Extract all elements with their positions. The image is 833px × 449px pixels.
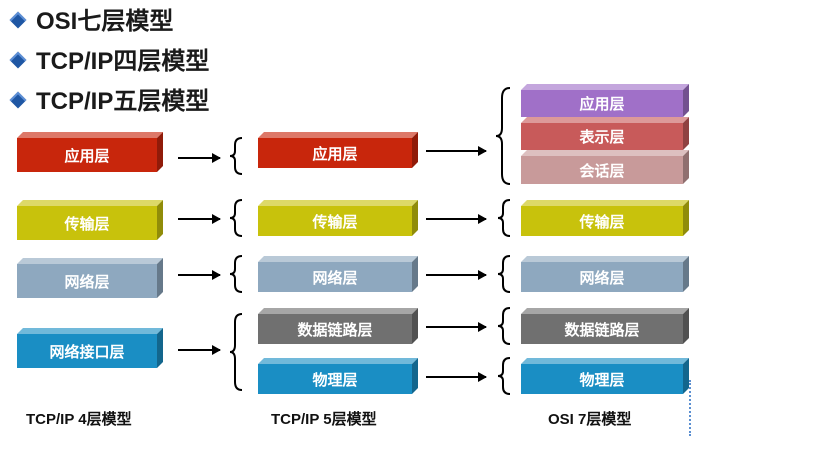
block-side-face — [412, 256, 418, 292]
layer-label: 传输层 — [258, 206, 412, 236]
tcpip4-network-layer: 网络层 — [17, 258, 163, 298]
block-side-face — [412, 132, 418, 168]
arrow-right-icon — [178, 214, 221, 224]
block-side-face — [412, 200, 418, 236]
block-top-face — [258, 132, 418, 138]
bullet-list: OSI七层模型 TCP/IP四层模型 TCP/IP五层模型 — [9, 2, 210, 122]
osi-presentation-layer: 表示层 — [521, 117, 689, 150]
block-top-face — [17, 200, 163, 206]
bullet-text: TCP/IP五层模型 — [36, 88, 210, 115]
block-top-face — [258, 308, 418, 314]
block-side-face — [683, 358, 689, 394]
layer-label: 网络接口层 — [17, 334, 157, 368]
layer-label: 应用层 — [258, 138, 412, 168]
block-side-face — [683, 117, 689, 150]
diamond-bullet-icon — [9, 11, 27, 29]
tcpip4-application-layer: 应用层 — [17, 132, 163, 172]
osi-application-layer: 应用层 — [521, 84, 689, 117]
brace-icon — [497, 307, 511, 345]
bullet-item-osi: OSI七层模型 — [9, 2, 209, 42]
block-side-face — [157, 328, 163, 368]
block-top-face — [17, 132, 163, 138]
tcpip5-application-layer: 应用层 — [258, 132, 418, 168]
layer-label: 物理层 — [521, 364, 683, 394]
brace-icon — [229, 255, 243, 293]
osi-physical-layer: 物理层 — [521, 358, 689, 394]
tcpip5-transport-layer: 传输层 — [258, 200, 418, 236]
block-side-face — [412, 308, 418, 344]
block-top-face — [521, 84, 689, 90]
bullet-text: TCP/IP四层模型 — [36, 48, 210, 75]
diamond-bullet-icon — [9, 51, 27, 69]
block-top-face — [258, 200, 418, 206]
layer-label: 应用层 — [521, 90, 683, 117]
layer-label: 传输层 — [17, 206, 157, 240]
layer-label: 应用层 — [17, 138, 157, 172]
block-side-face — [412, 358, 418, 394]
block-top-face — [521, 200, 689, 206]
layer-label: 会话层 — [521, 156, 683, 184]
tcpip5-datalink-layer: 数据链路层 — [258, 308, 418, 344]
block-side-face — [157, 200, 163, 240]
layer-label: 传输层 — [521, 206, 683, 236]
layer-label: 物理层 — [258, 364, 412, 394]
tcpip4-interface-layer: 网络接口层 — [17, 328, 163, 368]
brace-icon — [229, 313, 243, 391]
arrow-right-icon — [178, 345, 221, 355]
brace-icon — [229, 199, 243, 237]
brace-icon — [497, 357, 511, 395]
block-side-face — [157, 132, 163, 172]
bullet-item-tcpip4: TCP/IP四层模型 — [9, 42, 210, 82]
layer-label: 网络层 — [258, 262, 412, 292]
block-top-face — [521, 117, 689, 123]
brace-icon — [495, 87, 511, 185]
brace-icon — [497, 255, 511, 293]
arrow-right-icon — [426, 214, 487, 224]
block-side-face — [683, 84, 689, 117]
block-top-face — [17, 328, 163, 334]
bullet-item-tcpip5: TCP/IP五层模型 — [9, 82, 210, 122]
block-top-face — [521, 308, 689, 314]
tcpip5-physical-layer: 物理层 — [258, 358, 418, 394]
tcpip5-network-layer: 网络层 — [258, 256, 418, 292]
block-top-face — [521, 256, 689, 262]
layer-label: 网络层 — [521, 262, 683, 292]
block-top-face — [258, 358, 418, 364]
block-side-face — [683, 308, 689, 344]
osi-network-layer: 网络层 — [521, 256, 689, 292]
layer-label: 数据链路层 — [521, 314, 683, 344]
arrow-right-icon — [426, 322, 487, 332]
layer-label: 网络层 — [17, 264, 157, 298]
osi7-caption: OSI 7层模型 — [548, 411, 632, 428]
block-side-face — [157, 258, 163, 298]
brace-icon — [497, 199, 511, 237]
tcpip5-caption: TCP/IP 5层模型 — [271, 411, 377, 428]
arrow-right-icon — [426, 372, 487, 382]
osi-transport-layer: 传输层 — [521, 200, 689, 236]
arrow-right-icon — [426, 270, 487, 280]
block-side-face — [683, 200, 689, 236]
tcpip4-caption: TCP/IP 4层模型 — [26, 411, 132, 428]
osi-session-layer: 会话层 — [521, 150, 689, 184]
block-side-face — [683, 150, 689, 184]
brace-icon — [229, 137, 243, 175]
arrow-right-icon — [178, 153, 221, 163]
block-top-face — [521, 150, 689, 156]
layer-label: 表示层 — [521, 123, 683, 150]
block-side-face — [683, 256, 689, 292]
block-top-face — [521, 358, 689, 364]
diamond-bullet-icon — [9, 91, 27, 109]
tcpip4-transport-layer: 传输层 — [17, 200, 163, 240]
bullet-text: OSI七层模型 — [36, 8, 174, 35]
arrow-right-icon — [426, 146, 487, 156]
block-top-face — [17, 258, 163, 264]
osi-datalink-layer: 数据链路层 — [521, 308, 689, 344]
dotted-guide-line — [689, 380, 691, 436]
layer-label: 数据链路层 — [258, 314, 412, 344]
block-top-face — [258, 256, 418, 262]
arrow-right-icon — [178, 270, 221, 280]
